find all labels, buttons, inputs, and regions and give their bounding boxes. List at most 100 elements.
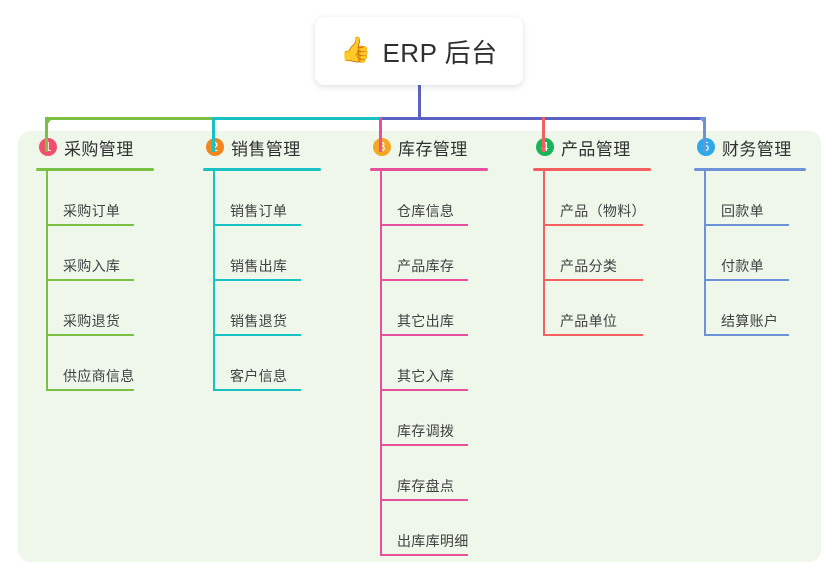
leaf-label: 客户信息	[230, 368, 288, 384]
leaf-item[interactable]: 销售订单	[213, 171, 321, 226]
leaf-item[interactable]: 仓库信息	[380, 171, 488, 226]
branch-spine-4	[543, 171, 545, 336]
branch-财务管理: 5财务管理回款单付款单结算账户	[694, 131, 806, 336]
bus-segment-2	[213, 117, 382, 120]
branch-label-3: 库存管理	[398, 139, 468, 159]
branch-items-4: 产品（物料） 产品分类产品单位	[533, 171, 652, 336]
branch-drop-1	[45, 117, 48, 152]
branch-header-3[interactable]: 3 库存管理	[370, 131, 488, 163]
leaf-rule	[46, 279, 134, 281]
leaf-item[interactable]: 回款单	[704, 171, 806, 226]
leaf-item[interactable]: 客户信息	[213, 336, 321, 391]
root-stem	[418, 85, 421, 120]
branch-spine-1	[46, 171, 48, 391]
leaf-item[interactable]: 其它入库	[380, 336, 488, 391]
bus-segment-4	[543, 117, 706, 120]
branch-header-1[interactable]: 1 采购管理	[36, 131, 154, 163]
branch-header-4[interactable]: 4 产品管理	[533, 131, 652, 163]
leaf-item[interactable]: 出库库明细	[380, 501, 488, 556]
branch-rule-2	[203, 168, 321, 171]
leaf-label: 付款单	[721, 258, 764, 274]
leaf-item[interactable]: 产品单位	[543, 281, 652, 336]
leaf-item[interactable]: 产品分类	[543, 226, 652, 281]
leaf-item[interactable]: 产品（物料）	[543, 171, 652, 226]
leaf-label: 其它入库	[397, 368, 455, 384]
branch-spine-2	[213, 171, 215, 391]
leaf-rule	[380, 389, 468, 391]
branch-items-3: 仓库信息产品库存其它出库其它入库库存调拨库存盘点出库库明细	[370, 171, 488, 556]
leaf-item[interactable]: 其它出库	[380, 281, 488, 336]
diagram-panel	[18, 131, 821, 562]
leaf-rule	[46, 224, 134, 226]
branch-rule-3	[370, 168, 488, 171]
branch-spine-5	[704, 171, 706, 336]
branch-badge-3: 3	[373, 138, 391, 156]
leaf-rule	[380, 224, 468, 226]
leaf-item[interactable]: 采购入库	[46, 226, 154, 281]
leaf-label: 采购订单	[63, 203, 121, 219]
leaf-item[interactable]: 采购订单	[46, 171, 154, 226]
leaf-item[interactable]: 结算账户	[704, 281, 806, 336]
leaf-label: 回款单	[721, 203, 764, 219]
leaf-rule	[46, 334, 134, 336]
branch-items-1: 采购订单采购入库采购退货供应商信息	[36, 171, 154, 391]
branch-spine-3	[380, 171, 382, 556]
branch-drop-3	[379, 117, 382, 152]
bus-segment-3	[380, 117, 545, 120]
leaf-label: 产品分类	[560, 258, 618, 274]
leaf-rule	[704, 224, 789, 226]
leaf-item[interactable]: 产品库存	[380, 226, 488, 281]
leaf-item[interactable]: 采购退货	[46, 281, 154, 336]
thumbs-up-icon: 👍	[340, 35, 372, 64]
branch-drop-5	[703, 117, 706, 152]
branch-label-2: 销售管理	[231, 139, 301, 159]
leaf-rule	[213, 389, 301, 391]
branch-drop-4	[542, 117, 545, 152]
branch-badge-1: 1	[39, 138, 57, 156]
leaf-rule	[380, 499, 468, 501]
branch-header-2[interactable]: 2 销售管理	[203, 131, 321, 163]
branch-badge-4: 4	[536, 138, 554, 156]
leaf-rule	[704, 334, 789, 336]
branch-rule-1	[36, 168, 154, 171]
leaf-item[interactable]: 供应商信息	[46, 336, 154, 391]
leaf-label: 产品（物料）	[560, 203, 646, 219]
root-node[interactable]: 👍 ERP 后台	[315, 17, 523, 85]
bus-segment-1	[46, 117, 215, 120]
leaf-item[interactable]: 库存调拨	[380, 391, 488, 446]
leaf-label: 销售订单	[230, 203, 288, 219]
leaf-rule	[380, 554, 468, 556]
leaf-label: 结算账户	[721, 313, 779, 329]
leaf-rule	[380, 279, 468, 281]
leaf-label: 其它出库	[397, 313, 455, 329]
leaf-label: 采购入库	[63, 258, 121, 274]
leaf-label: 库存盘点	[397, 478, 455, 494]
leaf-rule	[543, 334, 643, 336]
leaf-label: 供应商信息	[63, 368, 135, 384]
branch-rule-5	[694, 168, 806, 171]
branch-label-4: 产品管理	[561, 139, 631, 159]
leaf-label: 产品单位	[560, 313, 618, 329]
branch-items-2: 销售订单销售出库销售退货客户信息	[203, 171, 321, 391]
leaf-item[interactable]: 销售退货	[213, 281, 321, 336]
leaf-rule	[213, 279, 301, 281]
leaf-item[interactable]: 销售出库	[213, 226, 321, 281]
leaf-label: 产品库存	[397, 258, 455, 274]
leaf-item[interactable]: 库存盘点	[380, 446, 488, 501]
branch-header-5[interactable]: 5财务管理	[694, 131, 806, 163]
leaf-item[interactable]: 付款单	[704, 226, 806, 281]
leaf-rule	[704, 279, 789, 281]
leaf-label: 销售退货	[230, 313, 288, 329]
branch-label-1: 采购管理	[64, 139, 134, 159]
leaf-label: 销售出库	[230, 258, 288, 274]
leaf-label: 采购退货	[63, 313, 121, 329]
leaf-rule	[380, 444, 468, 446]
leaf-rule	[543, 279, 643, 281]
branch-badge-2: 2	[206, 138, 224, 156]
branch-items-5: 回款单付款单结算账户	[694, 171, 806, 336]
